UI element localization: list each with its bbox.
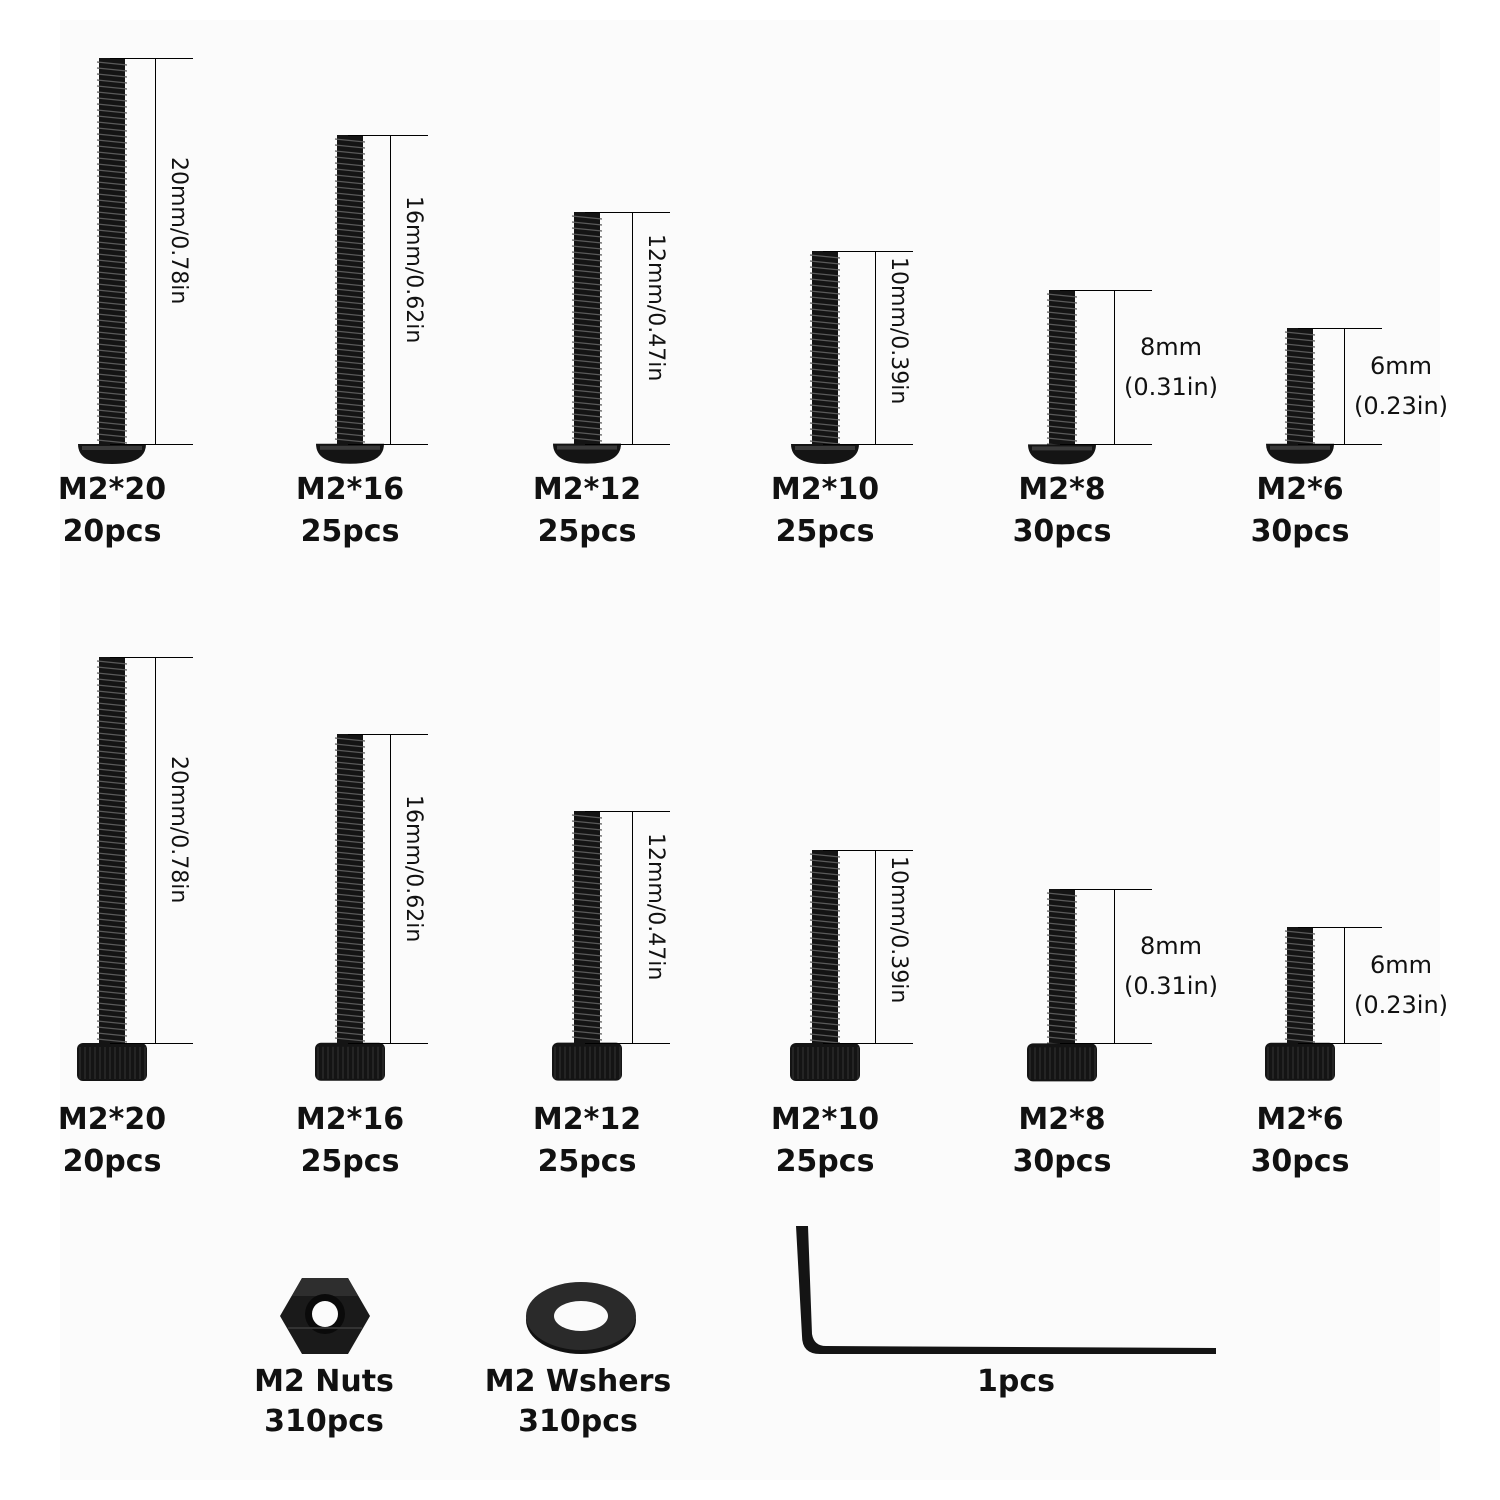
dimension-bottom-tick: [110, 444, 193, 445]
dimension-bottom-tick: [823, 1043, 913, 1044]
dimension-label: 16mm/0.62in: [401, 794, 426, 942]
screw-size-label: M2*8: [1018, 472, 1106, 507]
screw-quantity-label: 25pcs: [300, 514, 400, 549]
dimension-line: [632, 212, 633, 444]
screw-size-label: M2*6: [1256, 472, 1344, 507]
dimension-bottom-tick: [1060, 1043, 1152, 1044]
screw-quantity-label: 25pcs: [775, 514, 875, 549]
dimension-bottom-tick: [1298, 444, 1382, 445]
product-background: [60, 20, 1440, 1480]
dimension-line: [875, 251, 876, 444]
socket-cap-screw-icon: [552, 811, 622, 1081]
dimension-label: 8mm: [1139, 332, 1203, 361]
dimension-top-tick: [348, 734, 428, 736]
dimension-label: (0.31in): [1123, 971, 1219, 1000]
screw-size-label: M2*16: [295, 472, 405, 507]
dimension-line: [390, 734, 391, 1043]
dimension-label: 8mm: [1139, 931, 1203, 960]
socket-cap-screw-icon: [77, 657, 147, 1081]
dimension-line: [632, 811, 633, 1043]
screw-quantity-label: 30pcs: [1250, 514, 1350, 549]
dimension-label: 20mm/0.78in: [166, 157, 191, 305]
dimension-bottom-tick: [348, 444, 428, 445]
dimension-line: [1114, 289, 1115, 444]
hex-key-quantity: 1pcs: [977, 1364, 1055, 1399]
button-head-screw-icon: [78, 58, 146, 464]
dimension-top-tick: [585, 811, 670, 813]
socket-cap-screw-icon: [790, 850, 860, 1081]
dimension-label: 6mm: [1369, 951, 1433, 980]
button-head-screw-icon: [553, 212, 621, 464]
dimension-bottom-tick: [110, 1043, 193, 1044]
dimension-line: [1344, 328, 1345, 444]
screw-size-label: M2*12: [532, 1102, 642, 1137]
dimension-label: 10mm/0.39in: [886, 257, 911, 405]
screw-quantity-label: 25pcs: [300, 1144, 400, 1179]
socket-cap-screw-icon: [1265, 927, 1335, 1081]
dimension-label: (0.23in): [1353, 392, 1449, 421]
screw-size-label: M2*10: [770, 1102, 880, 1137]
hex-key-icon: [796, 1226, 1216, 1354]
hex-nut-icon: [280, 1278, 370, 1354]
washer-name: M2 Wshers: [484, 1364, 672, 1399]
screw-quantity-label: 20pcs: [62, 1144, 162, 1179]
screw-size-label: M2*20: [57, 472, 167, 507]
dimension-label: 16mm/0.62in: [401, 195, 426, 343]
dimension-top-tick: [585, 212, 670, 214]
screw-quantity-label: 30pcs: [1012, 514, 1112, 549]
screw-quantity-label: 30pcs: [1250, 1144, 1350, 1179]
dimension-label: 20mm/0.78in: [166, 756, 191, 904]
dimension-bottom-tick: [348, 1043, 428, 1044]
dimension-line: [390, 135, 391, 444]
dimension-bottom-tick: [585, 1043, 670, 1044]
screw-quantity-label: 25pcs: [537, 514, 637, 549]
dimension-label: 12mm/0.47in: [643, 833, 668, 981]
dimension-line: [1344, 927, 1345, 1043]
dimension-line: [155, 58, 156, 444]
screw-quantity-label: 25pcs: [537, 1144, 637, 1179]
dimension-top-tick: [348, 135, 428, 137]
dimension-label: 10mm/0.39in: [886, 856, 911, 1004]
dimension-label: 12mm/0.47in: [643, 234, 668, 382]
socket-cap-screw-icon: [1027, 888, 1097, 1081]
screw-size-label: M2*16: [295, 1102, 405, 1137]
screw-size-label: M2*8: [1018, 1102, 1106, 1137]
dimension-top-tick: [1060, 289, 1152, 291]
dimension-top-tick: [110, 657, 193, 658]
button-head-screw-icon: [1028, 289, 1096, 464]
dimension-line: [155, 657, 156, 1043]
dimension-top-tick: [823, 251, 913, 252]
dimension-top-tick: [823, 850, 913, 851]
nut-quantity: 310pcs: [264, 1404, 384, 1439]
dimension-top-tick: [1298, 328, 1382, 330]
nut-name: M2 Nuts: [254, 1364, 394, 1399]
dimension-bottom-tick: [823, 444, 913, 445]
screw-quantity-label: 20pcs: [62, 514, 162, 549]
dimension-top-tick: [1060, 888, 1152, 890]
dimension-label: 6mm: [1369, 352, 1433, 381]
dimension-bottom-tick: [585, 444, 670, 445]
screw-size-label: M2*20: [57, 1102, 167, 1137]
washer-quantity: 310pcs: [518, 1404, 638, 1439]
washer-icon: [526, 1282, 636, 1354]
dimension-bottom-tick: [1298, 1043, 1382, 1044]
dimension-label: (0.23in): [1353, 991, 1449, 1020]
dimension-top-tick: [1298, 927, 1382, 929]
screw-size-label: M2*10: [770, 472, 880, 507]
screw-size-label: M2*6: [1256, 1102, 1344, 1137]
button-head-screw-icon: [791, 251, 859, 464]
dimension-bottom-tick: [1060, 444, 1152, 445]
screw-size-label: M2*12: [532, 472, 642, 507]
screw-quantity-label: 25pcs: [775, 1144, 875, 1179]
dimension-top-tick: [110, 58, 193, 59]
screw-quantity-label: 30pcs: [1012, 1144, 1112, 1179]
button-head-screw-icon: [1266, 328, 1334, 464]
button-head-screw-icon: [316, 135, 384, 464]
dimension-line: [875, 850, 876, 1043]
dimension-line: [1114, 888, 1115, 1043]
socket-cap-screw-icon: [315, 734, 385, 1081]
dimension-label: (0.31in): [1123, 372, 1219, 401]
